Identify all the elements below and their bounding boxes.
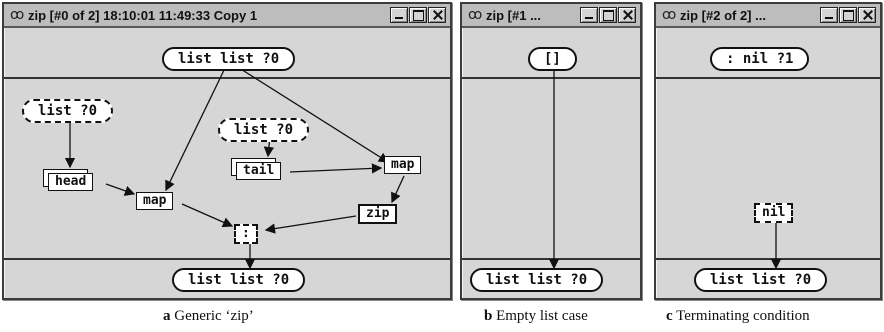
node-tail[interactable]: tail [236, 162, 282, 180]
node-map-1[interactable]: map [136, 192, 174, 210]
node-head[interactable]: head [48, 173, 94, 191]
node-map-2[interactable]: map [384, 156, 422, 174]
close-button[interactable] [858, 7, 876, 23]
title-bar[interactable]: ꝏ zip [#0 of 2] 18:10:01 11:49:33 Copy 1 [4, 4, 450, 28]
caption-a: a Generic ‘zip’ [163, 308, 254, 325]
top-divider [4, 77, 450, 79]
node-empty-list[interactable]: [] [528, 47, 577, 71]
node-nil[interactable]: nil [754, 203, 794, 223]
title-bar[interactable]: ꝏ zip [#1 ... [462, 4, 640, 28]
caption-letter: c [666, 308, 673, 324]
window-empty-list-case: ꝏ zip [#1 ... [] list list ?0 [460, 2, 642, 300]
caption-b: b Empty list case [484, 308, 588, 325]
node-bottom-list-list[interactable]: list list ?0 [470, 268, 604, 292]
node-bottom-list-list[interactable]: list list ?0 [172, 268, 306, 292]
maximize-button[interactable] [599, 7, 617, 23]
node-bottom-list-list[interactable]: list list ?0 [694, 268, 828, 292]
dataflow-edges [64, 65, 405, 270]
top-divider [462, 77, 640, 79]
node-list-input[interactable]: list ?0 [22, 99, 114, 123]
bottom-divider [656, 258, 880, 260]
node-list-input-2[interactable]: list ?0 [218, 118, 310, 142]
node-cons-nil[interactable]: : nil ?1 [710, 47, 810, 71]
close-button[interactable] [428, 7, 446, 23]
window-generic-zip: ꝏ zip [#0 of 2] 18:10:01 11:49:33 Copy 1 [2, 2, 452, 300]
maximize-button[interactable] [409, 7, 427, 23]
title-bar[interactable]: ꝏ zip [#2 of 2] ... [656, 4, 880, 28]
dataflow-edges [770, 222, 782, 270]
minimize-button[interactable] [390, 7, 408, 23]
window-title: zip [#2 of 2] ... [680, 8, 766, 23]
glasses-icon: ꝏ [10, 7, 25, 23]
window-title: zip [#0 of 2] 18:10:01 11:49:33 Copy 1 [28, 8, 258, 23]
window-title: zip [#1 ... [486, 8, 541, 23]
node-zip[interactable]: zip [358, 204, 398, 224]
caption-text: Generic ‘zip’ [170, 308, 254, 324]
caption-text: Empty list case [492, 308, 588, 324]
glasses-icon: ꝏ [662, 7, 677, 23]
top-divider [656, 77, 880, 79]
caption-c: c Terminating condition [666, 308, 810, 325]
glasses-icon: ꝏ [468, 7, 483, 23]
maximize-button[interactable] [839, 7, 857, 23]
caption-letter: b [484, 308, 493, 324]
node-cons[interactable]: : [234, 224, 258, 244]
caption-text: Terminating condition [672, 308, 810, 324]
dataflow-edges [548, 66, 560, 270]
bottom-divider [4, 258, 450, 260]
window-terminating-condition: ꝏ zip [#2 of 2] ... : nil ?1 nil list li… [654, 2, 882, 300]
node-top-list-list[interactable]: list list ?0 [162, 47, 296, 71]
close-button[interactable] [618, 7, 636, 23]
minimize-button[interactable] [820, 7, 838, 23]
caption-letter: a [163, 308, 171, 324]
minimize-button[interactable] [580, 7, 598, 23]
